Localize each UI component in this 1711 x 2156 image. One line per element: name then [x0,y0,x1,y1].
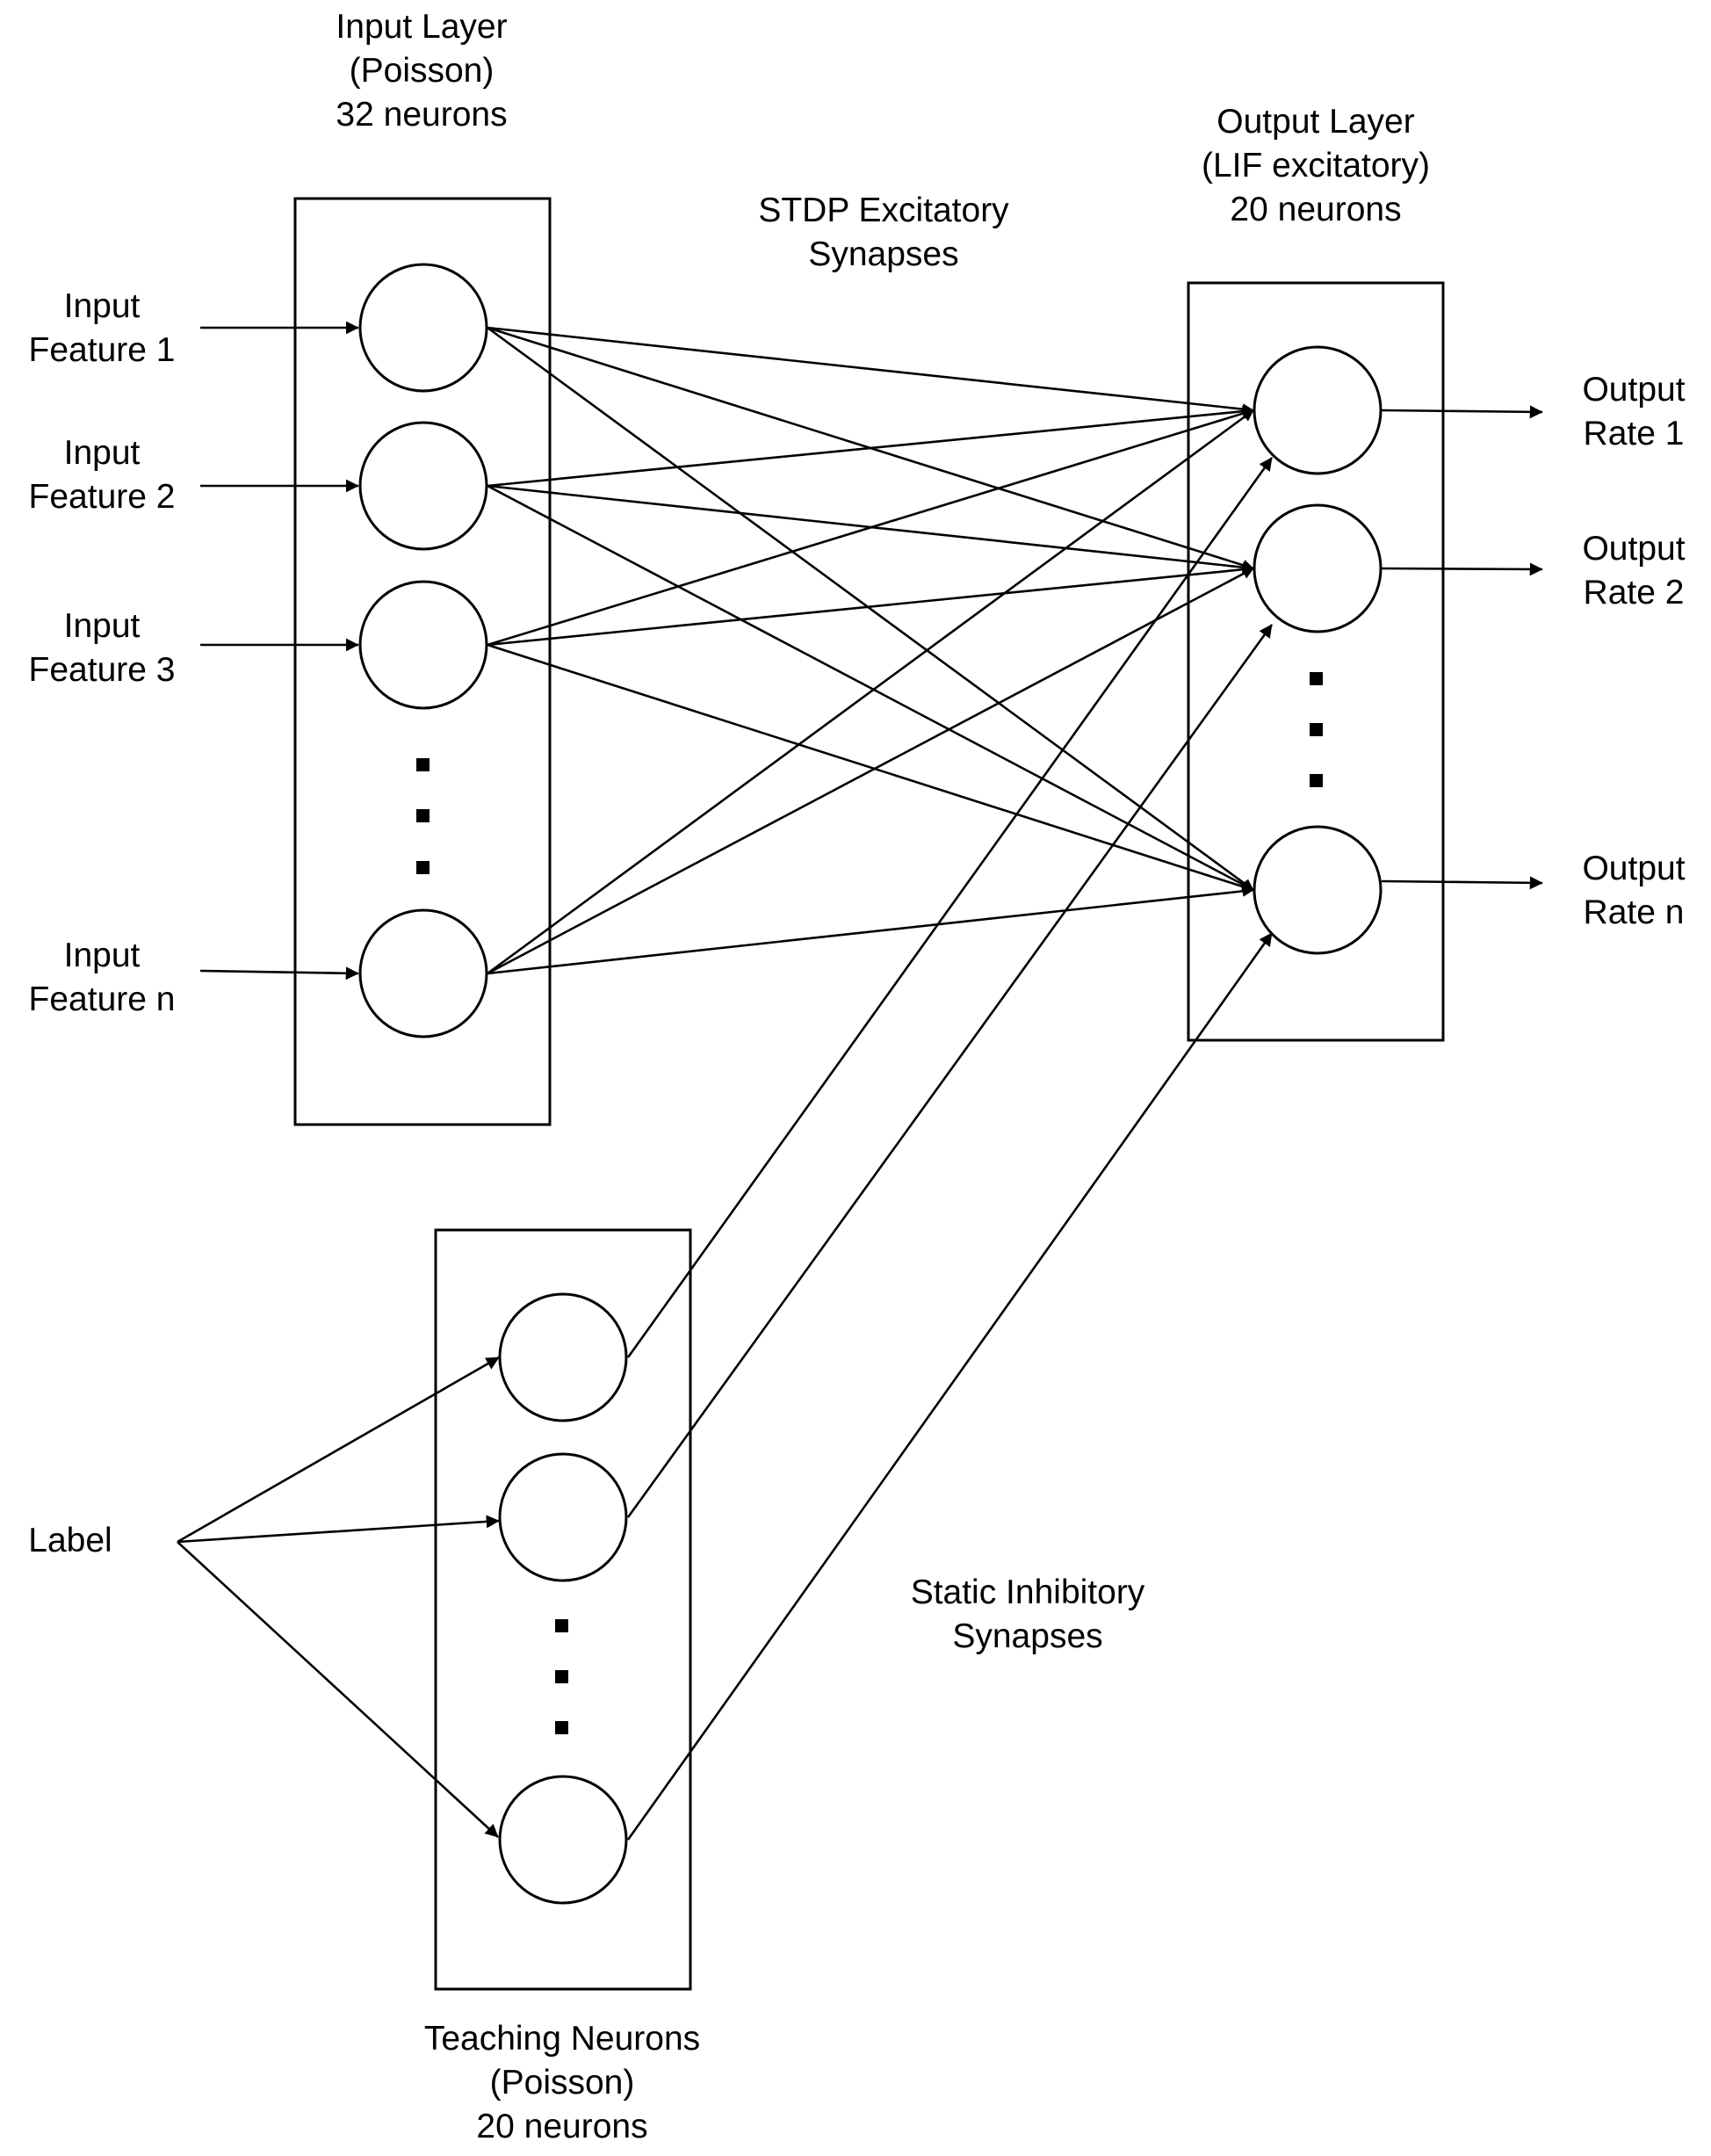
synapse-edges [177,321,1543,1841]
stdp-synapse-4-1 [487,409,1254,975]
inhibitory-synapse-1 [626,457,1274,1358]
teaching-ellipsis [555,1619,568,1734]
inhibitory-synapse-n [626,932,1274,1841]
teaching-layer-box [434,1228,692,1991]
output-arrow-2 [1381,562,1543,576]
output-neuron-2 [1253,503,1383,633]
stdp-synapse-3-2 [487,563,1254,647]
stdp-synapse-3-3 [487,643,1254,893]
teaching-neuron-2 [498,1452,628,1582]
stdp-synapse-4-3 [487,885,1254,975]
input-layer-box [293,197,552,1126]
stdp-synapse-1-3 [487,326,1254,892]
output-layer-box [1187,281,1445,1042]
input-neuron-1 [358,263,488,393]
stdp-synapse-1-1 [487,326,1254,416]
output-layer-title: Output Layer(LIF excitatory)20 neurons [1201,103,1431,228]
output-neuron-n [1253,825,1383,955]
stdp-synapse-3-1 [487,408,1254,647]
stdp-synapse-4-2 [487,567,1254,975]
output-neuron-1 [1253,345,1383,475]
label-arrow-1 [177,1356,500,1544]
label-arrow-2 [177,1515,500,1544]
inhibitory-synapse-2 [626,624,1274,1518]
stdp-synapse-2-1 [487,405,1254,488]
input-neuron-3 [358,580,488,710]
input-neuron-n [358,908,488,1038]
input-layer-title: Input Layer(Poisson)32 neurons [336,8,508,134]
teaching-neuron-1 [498,1292,628,1422]
label-arrow-n [177,1541,499,1838]
teaching-layer-title: Teaching Neurons(Poisson)20 neurons [423,2020,701,2145]
input-ellipsis [416,758,430,874]
input-neuron-2 [358,421,488,551]
teaching-neuron-n [498,1775,628,1905]
output-arrow-n [1381,876,1543,890]
output-arrow-1 [1381,405,1543,419]
stdp-synapse-2-3 [487,484,1254,892]
label-source: Label [28,1522,112,1559]
input-arrow-n [199,966,359,980]
output-ellipsis [1310,672,1323,787]
